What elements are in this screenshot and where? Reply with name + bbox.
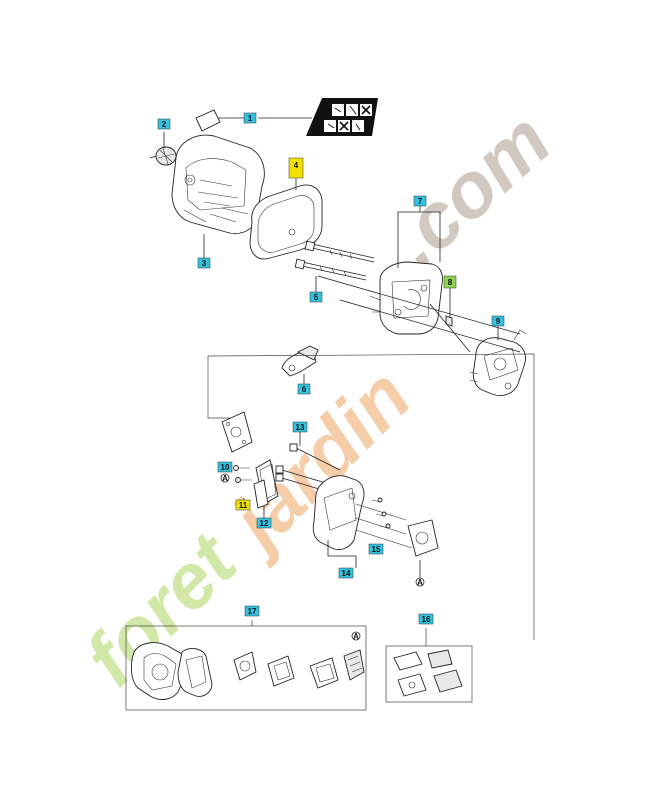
intake-bracket — [233, 459, 279, 509]
long-screws — [294, 240, 375, 281]
ref-marker-a-kit17: A — [351, 631, 361, 641]
callout-9: 9 — [491, 315, 505, 327]
carburetor-adapter — [369, 261, 453, 335]
svg-text:2: 2 — [162, 120, 167, 129]
svg-text:8: 8 — [448, 278, 453, 287]
gasket-kit-17 — [125, 620, 367, 711]
callout-8: 8 — [443, 275, 457, 289]
cover-knob — [149, 146, 177, 166]
svg-text:11: 11 — [239, 501, 248, 510]
svg-text:4: 4 — [294, 161, 299, 170]
intake-gasket — [221, 411, 253, 453]
callout-2: 2 — [157, 118, 171, 130]
air-filter-cover — [171, 134, 265, 234]
ref-marker-a-10: A — [220, 473, 230, 483]
svg-text:10: 10 — [221, 463, 230, 472]
callout-13: 13 — [292, 421, 308, 433]
svg-text:9: 9 — [496, 317, 501, 326]
warning-decal — [306, 98, 378, 136]
crankcase-intake — [312, 475, 439, 557]
svg-text:6: 6 — [302, 385, 307, 394]
callout-7: 7 — [413, 195, 427, 207]
svg-text:7: 7 — [418, 197, 423, 206]
svg-text:A: A — [222, 474, 228, 483]
svg-text:5: 5 — [314, 293, 319, 302]
callout-15: 15 — [368, 543, 384, 555]
kit-17-frame — [125, 625, 367, 711]
callout-labels: 1 2 3 4 5 6 7 8 9 10 11 12 13 14 15 16 1… — [157, 112, 505, 625]
callout-12: 12 — [256, 517, 272, 529]
svg-text:13: 13 — [296, 423, 305, 432]
svg-text:14: 14 — [342, 569, 351, 578]
callout-1: 1 — [243, 112, 257, 124]
callout-16: 16 — [418, 613, 434, 625]
assembly-axis-lines — [207, 275, 535, 640]
svg-text:12: 12 — [260, 519, 269, 528]
svg-text:1: 1 — [248, 114, 253, 123]
svg-text:A: A — [353, 632, 359, 641]
ref-marker-a-bottom: A — [415, 577, 425, 587]
svg-text:A: A — [417, 578, 423, 587]
diaphragm-kit-16 — [385, 628, 473, 703]
callout-11: 11 — [235, 499, 251, 511]
cover-label-tag — [195, 109, 221, 132]
carburetor — [469, 329, 527, 396]
air-filter — [249, 184, 323, 260]
kit-16-frame — [385, 645, 473, 703]
callout-14: 14 — [338, 567, 354, 579]
callout-5: 5 — [309, 291, 323, 303]
svg-text:16: 16 — [422, 615, 431, 624]
reference-markers: A A A — [220, 473, 425, 641]
svg-text:15: 15 — [372, 545, 381, 554]
throttle-lever — [281, 345, 319, 377]
callout-4: 4 — [288, 157, 304, 179]
air-filter-cover-assembly — [149, 98, 378, 234]
svg-text:17: 17 — [248, 607, 257, 616]
svg-text:3: 3 — [202, 259, 207, 268]
callout-17: 17 — [244, 605, 260, 617]
callout-3: 3 — [197, 257, 211, 269]
watermark-text-com: .com — [372, 95, 566, 282]
callout-10: 10 — [217, 461, 233, 473]
callout-6: 6 — [297, 383, 311, 395]
watermark: foret jardin .com — [68, 95, 567, 702]
